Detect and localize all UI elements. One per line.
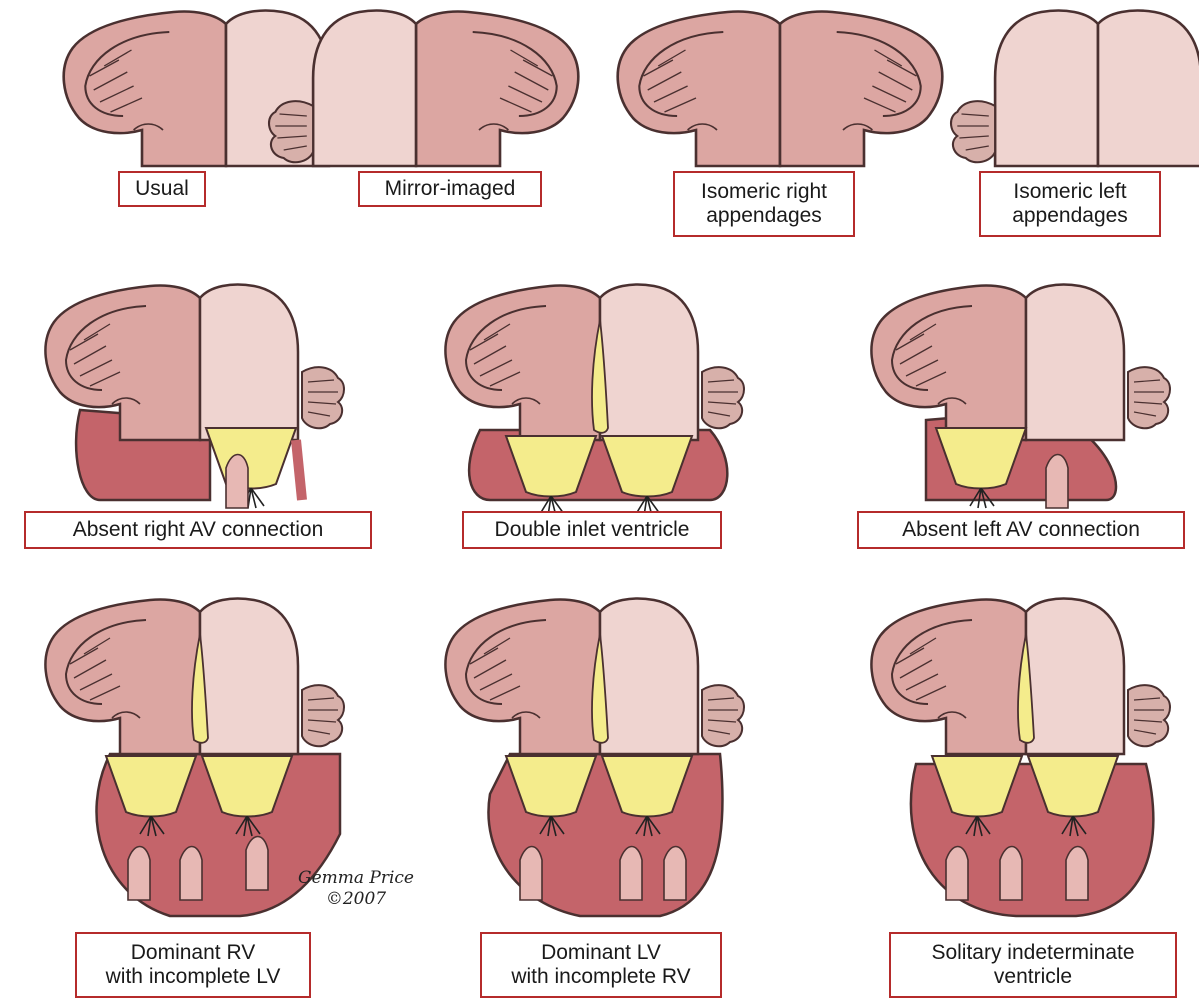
label-double-inlet: Double inlet ventricle bbox=[462, 511, 722, 549]
label-mirror-imaged: Mirror-imaged bbox=[358, 171, 542, 207]
double-inlet-ventricle-heart bbox=[445, 285, 744, 517]
absent-left-av-heart bbox=[871, 285, 1170, 509]
label-dominant-lv: Dominant LV with incomplete RV bbox=[480, 932, 722, 998]
label-absent-left-av: Absent left AV connection bbox=[857, 511, 1185, 549]
label-absent-right-av: Absent right AV connection bbox=[24, 511, 372, 549]
solitary-indeterminate-heart bbox=[871, 599, 1170, 917]
label-solitary-ventricle: Solitary indeterminate ventricle bbox=[889, 932, 1177, 998]
artist-credit: Gemma Price ©2007 bbox=[296, 868, 416, 910]
copyright-year: ©2007 bbox=[296, 889, 416, 910]
artist-name: Gemma Price bbox=[296, 868, 416, 889]
label-dominant-rv: Dominant RV with incomplete LV bbox=[75, 932, 311, 998]
label-isomeric-right: Isomeric right appendages bbox=[673, 171, 855, 237]
isomeric-right-heart bbox=[618, 12, 943, 167]
absent-right-av-heart bbox=[45, 285, 344, 509]
label-isomeric-left: Isomeric left appendages bbox=[979, 171, 1161, 237]
dominant-lv-heart bbox=[445, 599, 744, 917]
label-usual: Usual bbox=[118, 171, 206, 207]
isomeric-left-heart bbox=[951, 11, 1199, 167]
